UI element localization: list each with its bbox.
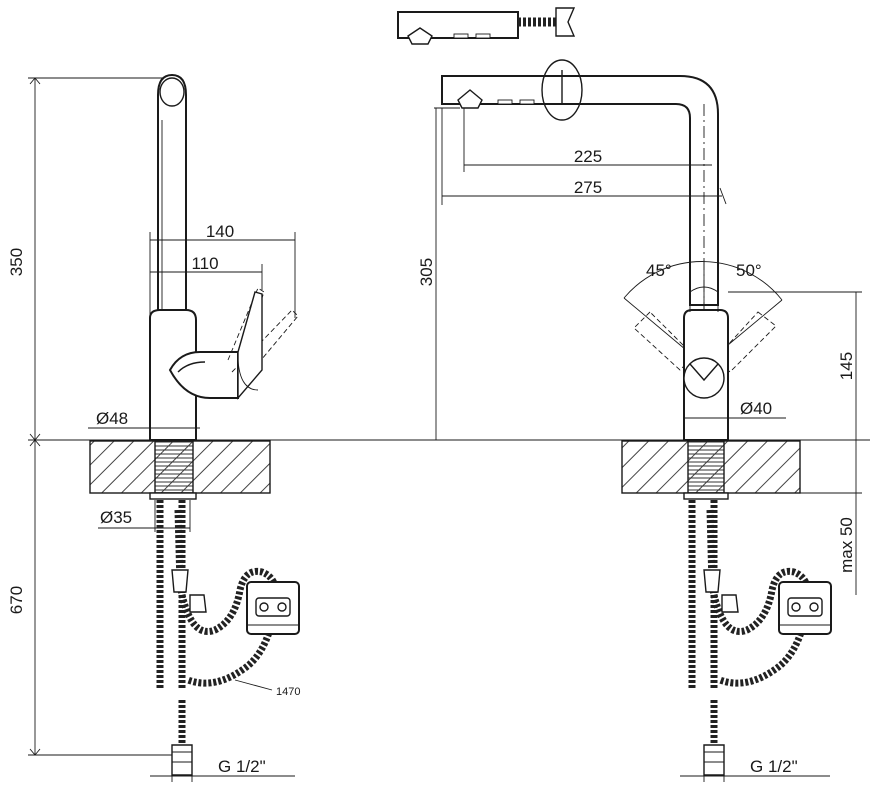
- height-below-label: 670: [7, 586, 26, 614]
- pullout-head-detail: [397, 7, 576, 45]
- front-reach-dimensions: 225 275 305: [417, 107, 727, 440]
- front-control-box: [778, 581, 832, 635]
- side-connection-label: G 1/2": [218, 757, 266, 776]
- side-thread-shank: [154, 440, 194, 494]
- hose-length-label: 1470: [276, 686, 300, 698]
- reach-max-label: 140: [206, 222, 234, 241]
- side-body: [149, 287, 299, 441]
- front-view: 225 275 305 45° 50°: [397, 7, 862, 782]
- body-diameter-label: Ø48: [96, 409, 128, 428]
- spout-height-label: 305: [417, 258, 436, 286]
- lever-angle-right-label: 50°: [736, 261, 762, 280]
- front-body: [683, 286, 729, 441]
- thread-diameter-dimension: Ø35: [98, 500, 191, 532]
- side-spout: [157, 73, 187, 311]
- front-height-dimensions: 145 max 50: [728, 291, 862, 595]
- side-connection-dimension: G 1/2": [150, 757, 295, 782]
- front-connection-dimension: G 1/2": [680, 757, 830, 782]
- front-connection-label: G 1/2": [750, 757, 798, 776]
- front-spout: [441, 59, 719, 440]
- reach-long-label: 275: [574, 178, 602, 197]
- body-diameter-dimension: Ø48: [88, 409, 200, 429]
- body-height-label: 145: [837, 352, 856, 380]
- side-control-box: [246, 581, 300, 635]
- front-body-diameter-label: Ø40: [740, 399, 772, 418]
- lever-angle-left-label: 45°: [646, 261, 672, 280]
- front-hoses: [688, 500, 812, 776]
- side-hoses: [156, 500, 280, 776]
- thread-diameter-label: Ø35: [100, 508, 132, 527]
- side-view: 350 670 140 110: [7, 73, 870, 782]
- lever-angle-indicator: 45° 50°: [623, 260, 783, 373]
- reach-min-label: 110: [191, 254, 218, 273]
- front-body-diameter-dimension: Ø40: [684, 399, 786, 419]
- max-thickness-label: max 50: [837, 517, 856, 573]
- reach-short-label: 225: [574, 147, 602, 166]
- height-above-label: 350: [7, 248, 26, 276]
- front-thread-shank: [687, 440, 725, 494]
- reach-dimensions: 140 110: [149, 222, 296, 440]
